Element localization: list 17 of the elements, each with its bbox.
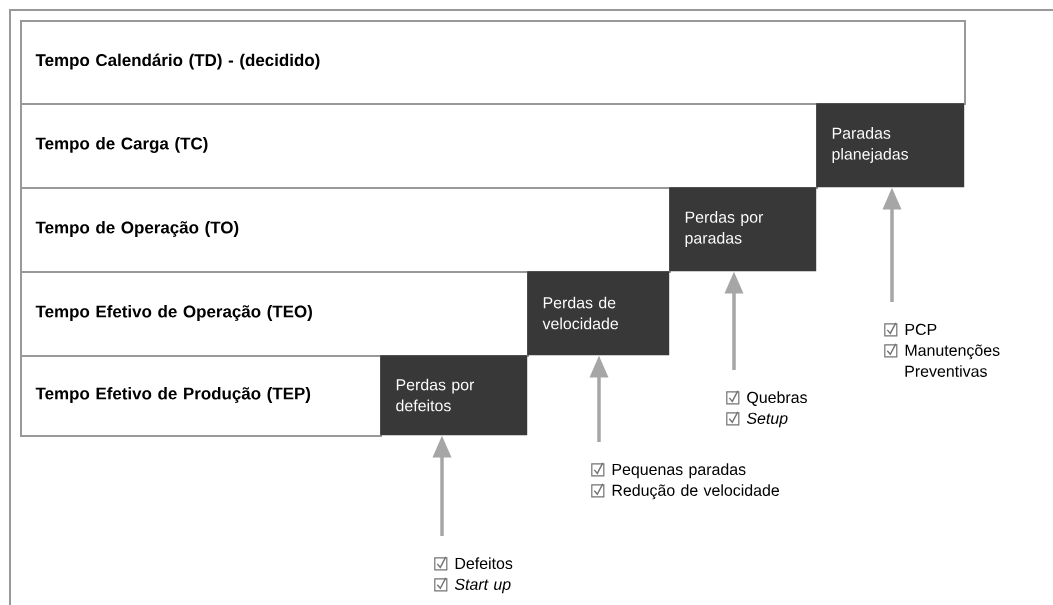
cause-text: Setup (746, 412, 788, 428)
time-bar: Tempo de Carga (TC) (20, 103, 818, 189)
time-bar: Tempo Efetivo de Produção (TEP) (20, 355, 382, 437)
cause-text: PCP (905, 323, 937, 336)
cause-text: Redução de velocidade (612, 484, 779, 500)
time-bar: Tempo Calendário (TD) - (decidido) (20, 20, 966, 105)
loss-box: Perdas de velocidade (527, 271, 670, 356)
cause-text: Start up (454, 578, 511, 594)
cause-text: Defeitos (455, 557, 513, 570)
loss-box: Perdas por paradas (669, 187, 817, 272)
loss-box: Paradas planejadas (816, 103, 965, 188)
cause-text: Pequenas paradas (612, 463, 746, 479)
loss-box: Perdas por defeitos (380, 355, 528, 436)
time-bar: Tempo Efetivo de Operação (TEO) (20, 271, 529, 357)
cause-text: Manutenções Preventivas (905, 344, 1000, 377)
time-bar: Tempo de Operação (TO) (20, 187, 671, 273)
cause-text: Quebras (747, 391, 807, 406)
